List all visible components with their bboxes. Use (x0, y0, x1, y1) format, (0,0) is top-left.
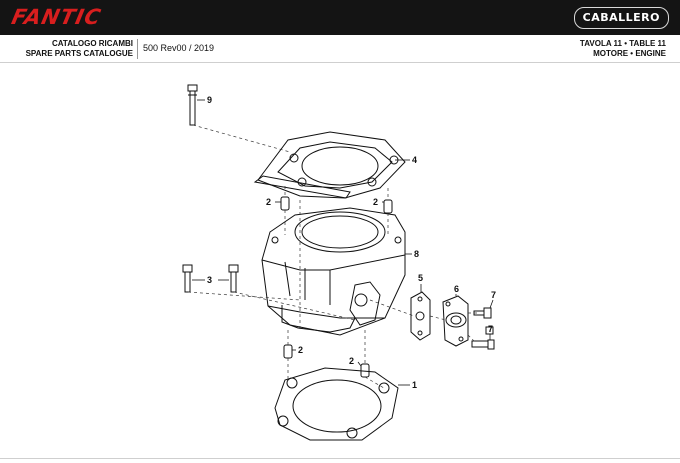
engine-exploded-diagram (182, 84, 495, 441)
callout-2-lower-left: 2 (298, 345, 304, 355)
table-title: TAVOLA 11 • TABLE 11 MOTORE • ENGINE (580, 39, 666, 59)
callout-2-upper-left: 2 (266, 197, 272, 207)
bolts-3-drawing (182, 264, 239, 293)
catalog-header: CATALOGO RICAMBI SPARE PARTS CATALOGUE 5… (0, 35, 680, 63)
assembly-guide-lines (187, 124, 478, 389)
tensioner-gasket-drawing (410, 291, 431, 341)
head-gasket-drawing (253, 131, 406, 199)
table-number: TAVOLA 11 • TABLE 11 (579, 39, 666, 48)
callout-1: 1 (412, 380, 418, 390)
callout-4: 4 (412, 155, 418, 165)
callout-8: 8 (414, 249, 420, 259)
callout-3: 3 (207, 275, 213, 285)
brand-logo: FANTIC (9, 5, 104, 29)
callout-2-lower-right: 2 (349, 356, 355, 366)
catalog-title-it: CATALOGO RICAMBI (51, 39, 133, 48)
lower-dowels-drawing (283, 344, 370, 378)
table-subject: MOTORE • ENGINE (593, 49, 666, 58)
callout-7-lower: 7 (488, 324, 494, 334)
catalog-title-en: SPARE PARTS CATALOGUE (25, 49, 133, 58)
catalog-title: CATALOGO RICAMBI SPARE PARTS CATALOGUE (26, 39, 133, 59)
callout-9: 9 (207, 95, 213, 105)
model-badge: CABALLERO (573, 7, 669, 29)
chain-tensioner-drawing (442, 295, 469, 347)
callout-7-upper: 7 (491, 290, 497, 300)
callout-6: 6 (454, 284, 460, 294)
callout-2-upper-right: 2 (373, 197, 379, 207)
top-bar: FANTIC CABALLERO (0, 0, 680, 35)
callout-5: 5 (418, 273, 424, 283)
cylinder-drawing (261, 207, 406, 336)
callout-leaders (192, 99, 494, 386)
header-divider (137, 39, 138, 59)
bolts-7-drawing (471, 307, 495, 350)
bolt-9-drawing (187, 84, 198, 126)
base-gasket-drawing (274, 367, 399, 441)
footer-rule (0, 458, 680, 459)
revision-label: 500 Rev00 / 2019 (143, 43, 215, 53)
